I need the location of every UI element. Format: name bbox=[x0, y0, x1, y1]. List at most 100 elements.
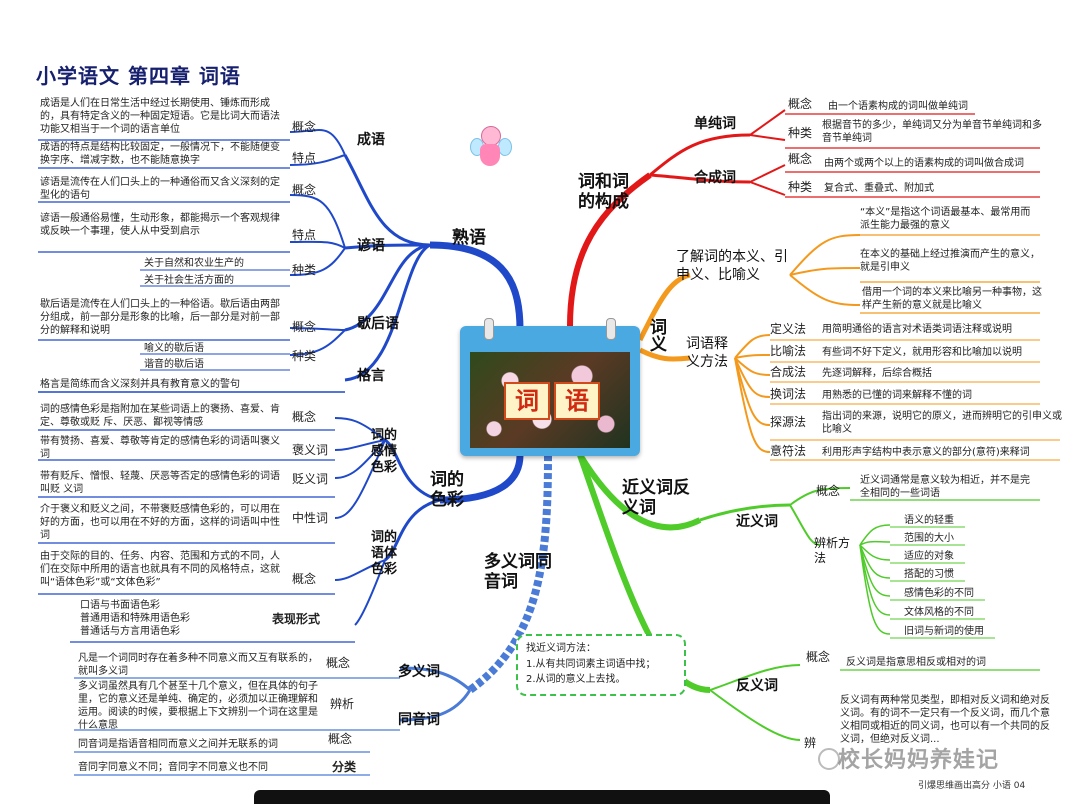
fairy-decoration bbox=[470, 126, 512, 172]
yanyu-feature-label: 特点 bbox=[292, 228, 317, 242]
meaning-item-2: 借用一个词的本义来比喻另一种事物，这样产生新的意义就是比喻义 bbox=[862, 287, 1042, 311]
node-hecheng: 合成词 bbox=[694, 170, 736, 186]
xiehouyu-type-1: 谐音的歇后语 bbox=[144, 359, 204, 370]
jinyi-method-5: 文体风格的不同 bbox=[904, 607, 974, 618]
fanyi-concept: 反义词是指意思相反或相对的词 bbox=[846, 657, 986, 668]
yuti-form-2: 普通话与方言用语色彩 bbox=[80, 626, 180, 637]
tongyinci-class-label: 分类 bbox=[332, 760, 357, 774]
yanyu-type-1: 关于社会生活方面的 bbox=[144, 275, 234, 286]
branch-goucheng bbox=[567, 172, 652, 327]
node-danchun: 单纯词 bbox=[694, 116, 736, 132]
yuti-forms-label: 表现形式 bbox=[272, 612, 321, 626]
method-desc-2: 先逐词解释，后综合概括 bbox=[822, 368, 932, 379]
duoyici-distinguish-label: 辨析 bbox=[330, 697, 355, 711]
meaning-item-0: “本义”是指这个词语最基本、最常用而派生能力最强的意义 bbox=[860, 207, 1031, 231]
yuti-concept-label: 概念 bbox=[292, 572, 317, 586]
bao-label: 褒义词 bbox=[292, 443, 329, 457]
tip-title: 找近义词方法： bbox=[526, 643, 596, 654]
blossom-photo bbox=[470, 352, 630, 448]
method-name-1: 比喻法 bbox=[770, 344, 807, 358]
method-desc-3: 用熟悉的已懂的词来解释不懂的词 bbox=[822, 390, 972, 401]
footer: 引爆思维画出高分 小语 04 bbox=[918, 781, 1026, 791]
node-tongyinci: 同音词 bbox=[398, 712, 440, 728]
node-methods: 词语释义方法 bbox=[686, 336, 728, 370]
xiehouyu-type-0: 喻义的歇后语 bbox=[144, 343, 204, 354]
tip-box: 找近义词方法： 1.从有共同词素主词语中找； 2.从词的意义上去找。 bbox=[516, 634, 686, 696]
method-name-3: 换词法 bbox=[770, 387, 807, 401]
jinyi-concept-label: 概念 bbox=[816, 484, 841, 498]
duoyici-distinguish: 多义词虽然具有几个甚至十几个意义，但在具体的句子里，它的意义还是单纯、确定的，必… bbox=[78, 681, 318, 731]
hecheng-types: 复合式、重叠式、附加式 bbox=[824, 183, 934, 194]
page-title: 小学语文 第四章 词语 bbox=[36, 64, 241, 88]
xiehouyu-concept-label: 概念 bbox=[292, 320, 317, 334]
zhong-desc: 介于褒义和贬义之间，不带褒贬感情色彩的，可以用在好的方面，也可以用在不好的方面，… bbox=[40, 504, 280, 541]
danchun-concept-label: 概念 bbox=[788, 97, 813, 111]
center-word-2: 语 bbox=[554, 382, 600, 420]
danchun-types: 根据音节的多少，单纯词又分为单音节单纯词和多音节单纯词 bbox=[822, 120, 1042, 144]
node-chengyu: 成语 bbox=[357, 132, 385, 148]
bao-desc: 带有赞扬、喜爱、尊敬等肯定的感情色彩的词语叫褒义词 bbox=[40, 436, 280, 460]
branch-shuyu bbox=[429, 241, 524, 331]
hecheng-types-label: 种类 bbox=[788, 180, 813, 194]
node-jinyi: 近义词 bbox=[736, 514, 778, 530]
node-fanyi: 反义词 bbox=[736, 678, 778, 694]
jinyi-method-2: 适应的对象 bbox=[904, 551, 954, 562]
wechat-icon bbox=[818, 748, 840, 770]
tongyinci-class: 音同字同意义不同；音同字不同意义也不同 bbox=[78, 762, 268, 773]
node-duoyici: 多义词 bbox=[398, 664, 440, 680]
branch-yanyu bbox=[344, 243, 431, 250]
yanyu-types-label: 种类 bbox=[292, 263, 317, 277]
jinyi-method-0: 语义的轻重 bbox=[904, 515, 954, 526]
yanyu-feature: 谚语一般通俗易懂，生动形象，都能揭示一个客观规律或反映一个事理，使人从中受到启示 bbox=[40, 213, 280, 237]
node-ganqing: 词的感情色彩 bbox=[371, 428, 398, 475]
branch-chengyu bbox=[343, 154, 431, 247]
zhong-label: 中性词 bbox=[292, 511, 329, 525]
branch-secai bbox=[439, 454, 524, 504]
branch-geyan bbox=[344, 243, 431, 382]
branch-jinfan bbox=[577, 453, 702, 531]
yuti-concept: 由于交际的目的、任务、内容、范围和方式的不同，人们在交际中所用的语言也就具有不同… bbox=[40, 551, 280, 588]
duoyici-concept-label: 概念 bbox=[326, 656, 351, 670]
node-ciyi: 词义 bbox=[646, 318, 666, 352]
jinyi-method-3: 搭配的习惯 bbox=[904, 569, 954, 580]
jinyi-method-label: 辨析方法 bbox=[814, 536, 851, 565]
tip-item-0: 1.从有共同词素主词语中找； bbox=[526, 659, 656, 670]
method-desc-0: 用简明通俗的语言对术语类词语注释或说明 bbox=[822, 324, 1012, 335]
fanyi-distinguish: 反义词有两种常见类型，即相对反义词和绝对反义词。有的词不一定只有一个反义词，而几… bbox=[840, 695, 1050, 745]
center-calendar: 词 语 bbox=[460, 318, 640, 456]
method-name-5: 意符法 bbox=[770, 444, 807, 458]
bian-desc: 带有贬斥、憎恨、轻蔑、厌恶等否定的感情色彩的词语叫贬 义词 bbox=[40, 471, 280, 495]
geyan-concept: 格言是简练而含义深刻并具有教育意义的警句 bbox=[40, 379, 240, 390]
branch-duoyi bbox=[467, 454, 552, 694]
method-desc-4: 指出词的来源，说明它的原义，进而辨明它的引申义或比喻义 bbox=[822, 411, 1062, 435]
xiehouyu-types-label: 种类 bbox=[292, 349, 317, 363]
node-geyan: 格言 bbox=[357, 368, 385, 384]
method-desc-1: 有些词不好下定义，就用形容和比喻加以说明 bbox=[822, 347, 1022, 358]
danchun-concept: 由一个语素构成的词叫做单纯词 bbox=[828, 101, 968, 112]
watermark: 校长妈妈养娃记 bbox=[838, 748, 1000, 773]
node-yanyu: 谚语 bbox=[357, 238, 385, 254]
fanyi-distinguish-label: 辨 bbox=[804, 736, 817, 750]
duoyici-concept: 凡是一个词同时存在着多种不同意义而又互有联系的，就叫多义词 bbox=[78, 653, 318, 677]
danchun-types-label: 种类 bbox=[788, 126, 813, 140]
meaning-item-1: 在本义的基础上经过推演而产生的意义，就是引申义 bbox=[860, 249, 1040, 273]
tongyinci-concept-label: 概念 bbox=[328, 732, 353, 746]
chengyu-feature: 成语的特点是结构比较固定，一般情况下，不能随便变换字序、增减字数，也不能随意换字 bbox=[40, 142, 280, 166]
yuti-form-1: 普通用语和特殊用语色彩 bbox=[80, 613, 190, 624]
hecheng-concept-label: 概念 bbox=[788, 152, 813, 166]
jinyi-method-1: 范围的大小 bbox=[904, 533, 954, 544]
node-meaning: 了解词的本义、引申义、比喻义 bbox=[676, 249, 788, 283]
tip-item-1: 2.从词的意义上去找。 bbox=[526, 674, 626, 685]
bian-label: 贬义词 bbox=[292, 472, 329, 486]
yanyu-concept-label: 概念 bbox=[292, 183, 317, 197]
ganqing-concept: 词的感情色彩是指附加在某些词语上的褒扬、喜爱、肯定、尊敬或贬 斥、厌恶、鄙视等情… bbox=[40, 404, 280, 428]
yanyu-concept: 谚语是流传在人们口头上的一种通俗而又含义深刻的定型化的语句 bbox=[40, 177, 280, 201]
xiehouyu-concept: 歇后语是流传在人们口头上的一种俗语。歇后语由两部分组成，前一部分是形象的比喻，后… bbox=[40, 299, 280, 336]
node-goucheng: 词和词的构成 bbox=[578, 172, 629, 212]
hecheng-concept: 由两个或两个以上的语素构成的词叫做合成词 bbox=[824, 158, 1024, 169]
chengyu-feature-label: 特点 bbox=[292, 151, 317, 165]
node-secai: 词的色彩 bbox=[430, 470, 464, 510]
yanyu-type-0: 关于自然和农业生产的 bbox=[144, 258, 244, 269]
node-jinfan: 近义词反义词 bbox=[622, 478, 690, 518]
